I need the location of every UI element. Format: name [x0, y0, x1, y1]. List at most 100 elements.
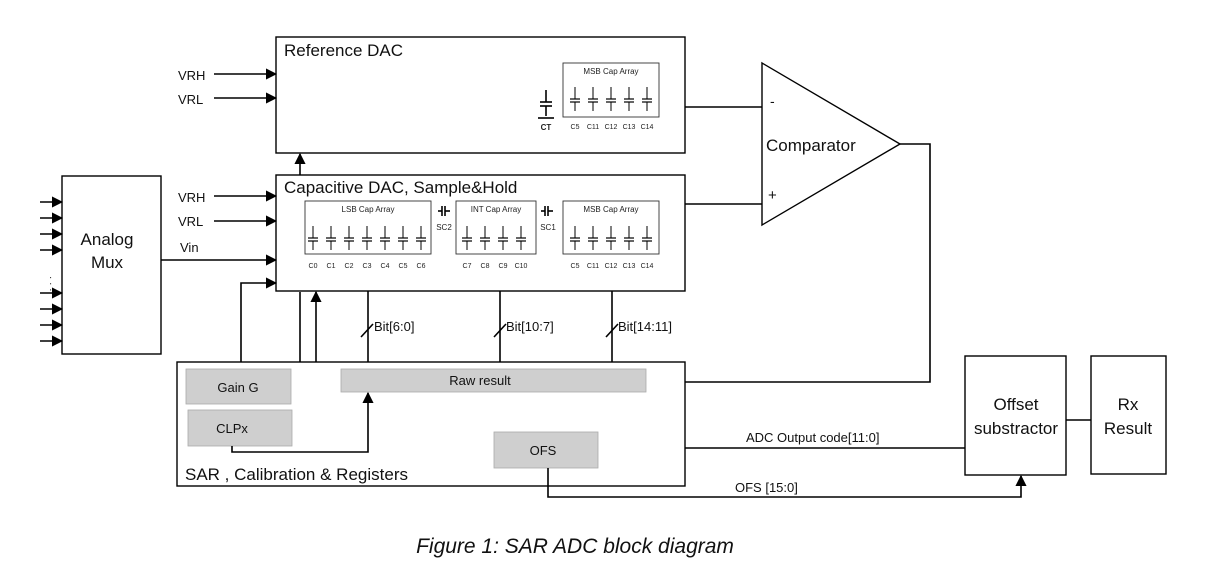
ref-msb-cap-label-3: C13 [623, 124, 636, 131]
ofs-bus-label: OFS [15:0] [735, 480, 798, 495]
cap-vrl-label: VRL [178, 214, 203, 229]
ref-msb-capacitor-3 [624, 87, 634, 111]
clpx-register-label: CLPx [216, 421, 248, 436]
ct-label: CT [541, 123, 552, 132]
sc2-label: SC2 [436, 223, 452, 232]
gain-register-label: Gain G [217, 380, 258, 395]
comparator-plus: + [768, 187, 777, 204]
int-cap-label-1: C8 [481, 263, 490, 270]
ct-capacitor: CT [538, 90, 554, 132]
adc-output-label: ADC Output code[11:0] [746, 430, 879, 445]
rx-result-block: Rx Result [1090, 355, 1167, 475]
lsb-cap-label-1: C1 [327, 263, 336, 270]
ref-msb-capacitor-1 [588, 87, 598, 111]
sar-label: SAR , Calibration & Registers [185, 465, 408, 484]
msb-cap-array: MSB Cap Array C5 C11 C12 C13 C14 [562, 200, 660, 270]
clpx-register [187, 409, 293, 447]
bus-bit-14-11-label: Bit[14:11] [618, 319, 672, 334]
reference-inputs: VRH VRL [178, 68, 278, 107]
figure-caption: Figure 1: SAR ADC block diagram [416, 535, 734, 558]
raw-result-label: Raw result [449, 373, 511, 388]
msb-cap-array-title: MSB Cap Array [583, 205, 638, 214]
reference-dac-block: Reference DAC CT MSB Cap Array C5 C11 C12 C… [275, 36, 686, 154]
msb-capacitor-3 [624, 226, 634, 250]
ref-msb-capacitor-2 [606, 87, 616, 111]
lsb-cap-label-4: C4 [381, 263, 390, 270]
lsb-capacitor-2 [344, 226, 354, 250]
int-capacitor-3 [516, 226, 526, 250]
int-capacitor-0 [462, 226, 472, 250]
rx-label-line1: Rx [1118, 395, 1139, 414]
int-cap-label-2: C9 [499, 263, 508, 270]
clpx-to-raw-wire [231, 391, 374, 453]
rx-label-line2: Result [1104, 419, 1152, 438]
lsb-cap-array: LSB Cap Array C0 C1 C2 C3 C4 C5 C6 [304, 200, 432, 270]
comparator-minus: - [770, 93, 775, 109]
capacitive-dac-block: Capacitive DAC, Sample&Hold LSB Cap Arra… [275, 174, 686, 292]
cap-vin-label: Vin [180, 240, 199, 255]
lsb-capacitor-0 [308, 226, 318, 250]
ref-msb-cap-label-0: C5 [571, 124, 580, 131]
ref-msb-cap-label-2: C12 [605, 124, 618, 131]
comparator-label: Comparator [766, 136, 856, 155]
lsb-capacitor-3 [362, 226, 372, 250]
int-capacitor-2 [498, 226, 508, 250]
lsb-cap-label-6: C6 [417, 263, 426, 270]
lsb-capacitor-1 [326, 226, 336, 250]
mux-input-dots: · · · [45, 276, 56, 292]
analog-mux-label-line1: Analog [81, 230, 134, 249]
lsb-cap-array-title: LSB Cap Array [342, 205, 395, 214]
ref-msb-cap-array-title: MSB Cap Array [583, 67, 638, 76]
bus-bit-10-7-label: Bit[10:7] [506, 319, 554, 334]
msb-cap-label-0: C5 [571, 263, 580, 270]
msb-capacitor-4 [642, 226, 652, 250]
msb-capacitor-0 [570, 226, 580, 250]
ref-vrl-label: VRL [178, 92, 203, 107]
ref-msb-cap-label-4: C14 [641, 124, 654, 131]
capacitive-inputs: VRH VRL Vin [161, 190, 278, 266]
ref-msb-capacitor-4 [642, 87, 652, 111]
lsb-cap-label-0: C0 [309, 263, 318, 270]
analog-mux-label-line2: Mux [91, 253, 124, 272]
offset-label-line2: substractor [974, 419, 1058, 438]
comparator-block: Comparator - + [761, 61, 902, 227]
capacitive-dac-label: Capacitive DAC, Sample&Hold [284, 178, 517, 197]
reference-dac-label: Reference DAC [284, 41, 403, 60]
ref-msb-cap-array: MSB Cap Array C5 C11 C12 C13 C14 [562, 62, 660, 131]
msb-cap-label-4: C14 [641, 263, 654, 270]
msb-cap-label-2: C12 [605, 263, 618, 270]
lsb-capacitor-5 [398, 226, 408, 250]
ofs-register-label: OFS [530, 443, 557, 458]
offset-label-line1: Offset [993, 395, 1038, 414]
msb-cap-label-1: C11 [587, 263, 599, 270]
sc1-label: SC1 [540, 223, 556, 232]
lsb-cap-label-3: C3 [363, 263, 372, 270]
msb-capacitor-2 [606, 226, 616, 250]
gain-register [185, 368, 292, 405]
bit-buses: Bit[6:0] Bit[10:7] Bit[14:11] [360, 291, 672, 362]
lsb-capacitor-4 [380, 226, 390, 250]
sc1-capacitor: SC1 [540, 206, 556, 232]
sar-block: SAR , Calibration & Registers Gain G CLP… [176, 361, 686, 487]
msb-capacitor-1 [588, 226, 598, 250]
analog-mux-block: Analog Mux · · · [40, 175, 162, 355]
ofs-bus-wire [547, 468, 1027, 498]
ref-msb-cap-label-1: C11 [587, 124, 599, 131]
mux-input-arrows [40, 196, 64, 347]
gain-to-cap-dac-wire [240, 277, 278, 369]
ref-msb-capacitor-0 [570, 87, 580, 111]
lsb-cap-label-5: C5 [399, 263, 408, 270]
sc2-capacitor: SC2 [436, 206, 452, 232]
bus-bit-6-0-label: Bit[6:0] [374, 319, 414, 334]
raw-result-register [340, 368, 647, 393]
lsb-capacitor-6 [416, 226, 426, 250]
msb-cap-label-3: C13 [623, 263, 636, 270]
ofs-register [493, 431, 599, 469]
comparator-output-wire [685, 143, 931, 383]
lsb-cap-label-2: C2 [345, 263, 354, 270]
ref-vrh-label: VRH [178, 68, 205, 83]
int-capacitor-1 [480, 226, 490, 250]
cap-vrh-label: VRH [178, 190, 205, 205]
